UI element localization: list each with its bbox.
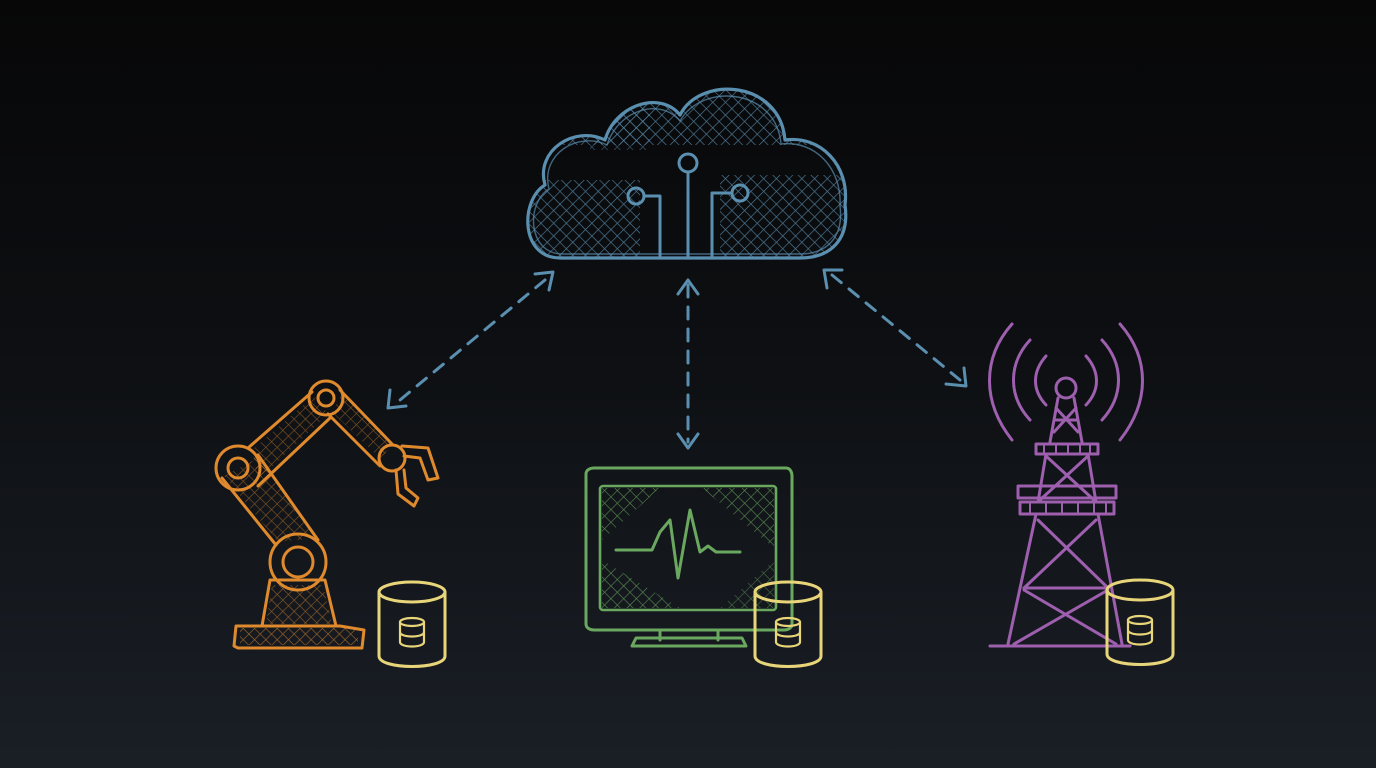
cloud-circuit-icon	[526, 87, 848, 260]
robot-arm-icon	[214, 379, 440, 650]
database-icon	[377, 580, 447, 668]
connection-cloud-robot	[386, 270, 555, 410]
radio-tower-icon	[988, 322, 1144, 648]
heartbeat-monitor-icon	[584, 466, 794, 648]
connection-cloud-monitor	[676, 278, 700, 450]
database-icon	[753, 580, 823, 668]
database-icon	[1105, 578, 1175, 666]
connection-cloud-tower	[822, 268, 968, 388]
